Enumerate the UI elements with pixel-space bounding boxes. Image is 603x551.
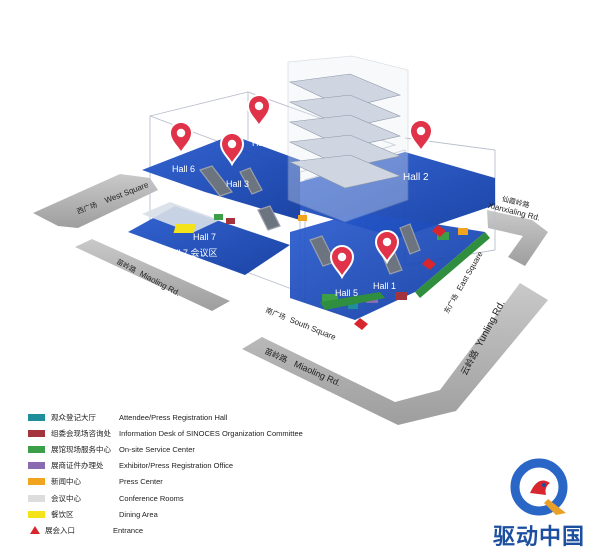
road-miaoling-bottom — [242, 283, 548, 425]
legend-cn: 展馆现场服务中心 — [51, 444, 111, 454]
road-xianxialing — [487, 210, 548, 266]
brand-logo: 驱动中国 — [478, 455, 600, 550]
facility-blocks — [173, 214, 468, 309]
pin-hall2-icon[interactable] — [409, 119, 433, 152]
legend-cn: 餐饮区 — [51, 509, 74, 519]
east-square-cn: 东广场 — [442, 292, 460, 315]
legend-cn: 展会入口 — [45, 525, 75, 535]
road-miaoling-left — [75, 239, 230, 311]
legend-en: Attendee/Press Registration Hall — [119, 412, 228, 422]
legend-item: 展会入口 Entrance — [28, 522, 368, 538]
q-logo-icon — [510, 458, 568, 516]
legend-en: Press Center — [119, 477, 163, 487]
legend-cn: 展商证件办理处 — [51, 461, 104, 471]
hall2-label: Hall 2 — [403, 172, 429, 183]
legend-item: 新闻中心 Press Center — [28, 474, 368, 490]
escalators — [199, 165, 421, 275]
legend-en: Information Desk of SINOCES Organization… — [119, 428, 303, 438]
legend-cn: 组委会现场咨询处 — [51, 428, 111, 438]
hall5-label: Hall 5 — [335, 288, 358, 298]
legend-item: 展商证件办理处 Exhibitor/Press Registration Off… — [28, 458, 368, 474]
conference-area — [142, 202, 220, 233]
legend-en: Exhibitor/Press Registration Office — [119, 461, 234, 471]
legend-item: 餐饮区 Dining Area — [28, 506, 368, 522]
entrance-icon — [30, 526, 40, 535]
legend-swatch — [28, 510, 45, 518]
legend-cn: 会议中心 — [51, 493, 81, 503]
legend-en: Conference Rooms — [119, 493, 184, 503]
legend-swatch — [28, 494, 45, 502]
legend-swatch — [28, 462, 45, 470]
legend-cn: 观众登记大厅 — [51, 412, 96, 422]
south-square-cn: 南广场 — [264, 306, 287, 322]
hall1-label: Hall 1 — [373, 281, 396, 291]
legend-item: 组委会现场咨询处 Information Desk of SINOCES Org… — [28, 425, 368, 441]
tower — [287, 55, 409, 223]
legend: 观众登记大厅 Attendee/Press Registration Hall … — [28, 409, 368, 539]
entrance-icons — [354, 225, 446, 330]
hall4-label: Hall 4 — [252, 138, 275, 148]
south-square-en: South Square — [288, 315, 337, 342]
legend-item: 展馆现场服务中心 On-site Service Center — [28, 441, 368, 457]
legend-en: Dining Area — [119, 509, 158, 519]
pin-hall6-icon[interactable] — [169, 121, 193, 154]
legend-cn: 新闻中心 — [51, 477, 81, 487]
legend-item: 会议中心 Conference Rooms — [28, 490, 368, 506]
hall6-label: Hall 6 — [172, 164, 195, 174]
green-base-south — [320, 292, 385, 310]
hall7-label: Hall 7 — [193, 232, 216, 242]
legend-swatch — [28, 429, 45, 437]
brand-name: 驱动中国 — [492, 525, 585, 550]
hall7-sub-label: Hall 7 会议区 — [165, 247, 218, 258]
legend-en: Entrance — [113, 525, 144, 535]
legend-swatch — [28, 413, 45, 421]
hall3-label: Hall 3 — [226, 179, 249, 189]
green-base-east — [415, 232, 490, 298]
legend-en: On-site Service Center — [119, 444, 195, 454]
legend-swatch — [28, 445, 45, 453]
legend-swatch — [28, 478, 45, 486]
road-west — [33, 174, 158, 228]
legend-item: 观众登记大厅 Attendee/Press Registration Hall — [28, 409, 368, 425]
pin-hall4-icon[interactable] — [247, 94, 271, 127]
